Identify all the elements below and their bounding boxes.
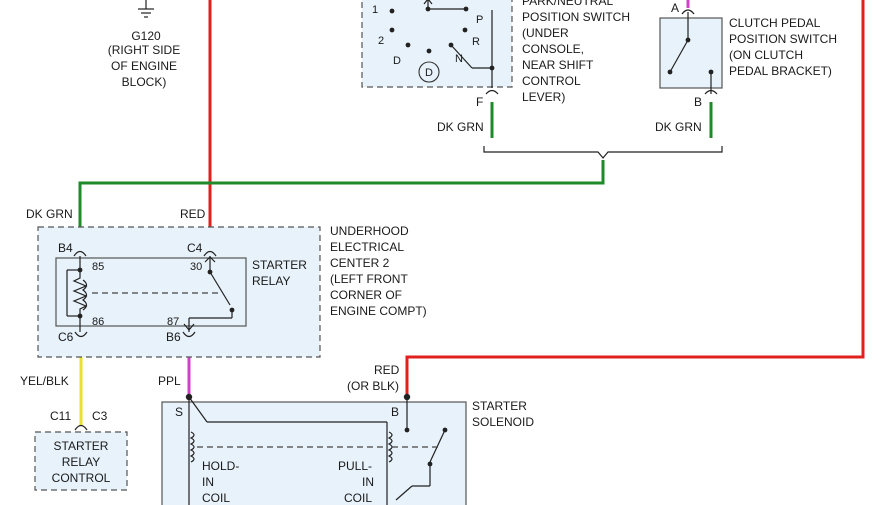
ground-location-1: (RIGHT SIDE xyxy=(108,43,180,57)
connector-c4-symbol xyxy=(203,250,217,257)
park-neutral-contacts xyxy=(389,0,499,95)
park-pos-n: N xyxy=(455,53,463,65)
pull-in-3: COIL xyxy=(344,491,372,505)
park-desc-3: (UNDER xyxy=(522,26,569,40)
clutch-switch-contacts xyxy=(667,12,718,95)
connector-c3: C3 xyxy=(92,409,108,423)
relay-pin-87: 87 xyxy=(167,316,179,328)
clutch-terminal-b: B xyxy=(694,95,702,109)
park-neutral-switch-box xyxy=(361,0,513,88)
clutch-top-connector xyxy=(681,9,695,15)
relay-control-3: CONTROL xyxy=(52,471,111,485)
park-pos-2: 2 xyxy=(378,35,384,47)
wire-label-red-right-2: (OR BLK) xyxy=(347,379,399,393)
wire-dkgrn-relay xyxy=(78,160,605,240)
wire-label-dkgrn-left: DK GRN xyxy=(26,207,73,221)
park-pos-r: R xyxy=(472,36,480,48)
underhood-desc-1: UNDERHOOD xyxy=(330,224,409,238)
underhood-desc-4: (LEFT FRONT xyxy=(330,272,408,286)
connector-b4-symbol xyxy=(73,250,87,257)
pull-in-2: IN xyxy=(362,475,374,489)
park-desc-5: NEAR SHIFT xyxy=(522,58,594,72)
park-pos-p: P xyxy=(476,14,483,26)
underhood-desc-5: CORNER OF xyxy=(330,288,402,302)
wire-label-red-right-1: RED xyxy=(374,363,400,377)
option-bracket xyxy=(483,146,723,159)
clutch-desc-4: PEDAL BRACKET) xyxy=(729,64,832,78)
solenoid-terminal-b: B xyxy=(391,405,399,419)
starter-relay-box xyxy=(55,257,247,327)
park-desc-6: CONTROL xyxy=(522,74,581,88)
relay-desc-2: RELAY xyxy=(252,274,290,288)
relay-desc-1: STARTER xyxy=(252,258,307,272)
clutch-switch-box xyxy=(659,17,723,89)
solenoid-terminal-s: S xyxy=(175,405,183,419)
solenoid-desc-2: SOLENOID xyxy=(472,415,534,429)
relay-control-connector xyxy=(74,424,88,431)
connector-c6: C6 xyxy=(58,330,74,344)
relay-pin-86: 86 xyxy=(92,316,104,328)
starter-solenoid-box xyxy=(161,401,467,505)
ground-location-3: BLOCK) xyxy=(122,75,167,89)
solenoid-desc-1: STARTER xyxy=(472,399,527,413)
clutch-wire-label: DK GRN xyxy=(655,120,702,134)
pull-in-1: PULL- xyxy=(338,459,372,473)
ground-id: G120 xyxy=(131,29,161,43)
hold-in-1: HOLD- xyxy=(202,459,239,473)
wire-red-battery xyxy=(405,0,865,398)
park-desc-7: LEVER) xyxy=(522,90,565,104)
ground-location-2: OF ENGINE xyxy=(111,59,177,73)
connector-c11: C11 xyxy=(50,409,71,423)
relay-control-2: RELAY xyxy=(62,455,100,469)
hold-in-3: COIL xyxy=(202,491,230,505)
park-pos-d: D xyxy=(393,55,401,67)
wire-label-ppl: PPL xyxy=(158,374,181,388)
connector-c6-symbol xyxy=(74,331,88,338)
underhood-desc-3: CENTER 2 xyxy=(330,256,390,270)
park-circle-label: D xyxy=(425,67,433,79)
underhood-desc-2: ELECTRICAL xyxy=(330,240,404,254)
hold-in-2: IN xyxy=(202,475,214,489)
connector-b4: B4 xyxy=(58,241,73,255)
connector-b6-symbol xyxy=(182,331,196,338)
park-desc-2: POSITION SWITCH xyxy=(522,10,630,24)
wire-label-yelblk: YEL/BLK xyxy=(20,374,69,388)
ground-symbol xyxy=(138,0,154,18)
relay-pin-85: 85 xyxy=(92,261,104,273)
clutch-desc-3: (ON CLUTCH xyxy=(729,48,803,62)
relay-internals xyxy=(66,256,235,332)
park-circle-symbol xyxy=(418,61,440,83)
relay-control-box xyxy=(34,431,128,491)
connector-c4: C4 xyxy=(187,241,203,255)
underhood-desc-6: ENGINE COMPT) xyxy=(330,304,427,318)
park-pos-1: 1 xyxy=(372,4,378,16)
park-desc-4: CONSOLE, xyxy=(522,42,584,56)
wire-label-red-top: RED xyxy=(180,207,206,221)
connector-b6: B6 xyxy=(166,330,181,344)
park-wire-label: DK GRN xyxy=(437,120,484,134)
clutch-desc-1: CLUTCH PEDAL xyxy=(729,16,821,30)
relay-pin-30: 30 xyxy=(190,261,202,273)
park-terminal-f: F xyxy=(476,95,483,109)
solenoid-internals xyxy=(185,393,448,505)
relay-control-1: STARTER xyxy=(54,439,109,453)
clutch-desc-2: POSITION SWITCH xyxy=(729,32,837,46)
clutch-terminal-a: A xyxy=(671,1,679,15)
park-desc-1: PARK/NEUTRAL xyxy=(522,0,613,8)
